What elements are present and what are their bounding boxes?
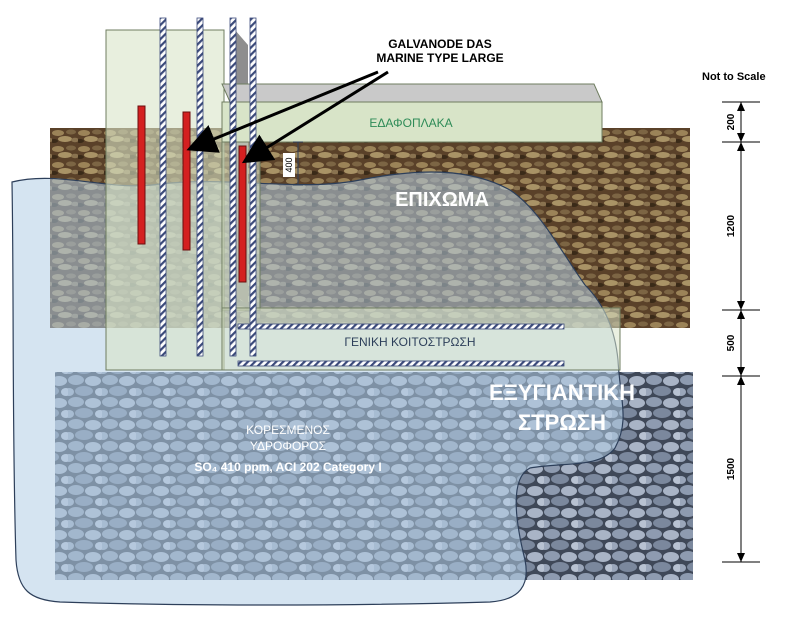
slab-label: ΕΔΑΦΟΠΛΑΚΑ <box>369 116 452 130</box>
rebar-vertical-4 <box>249 17 257 357</box>
rebar-vertical-2 <box>196 17 204 357</box>
callout-arrow-1 <box>186 70 379 153</box>
backfill-label: ΕΠΙΧΩΜΑ <box>395 189 489 211</box>
callout-line-1: GALVANODE DAS <box>388 37 492 51</box>
rebar-horizontal-bottom <box>237 360 565 367</box>
anode-3 <box>238 145 247 283</box>
aquifer-label-3: SO₄ 410 ppm, ACI 202 Category I <box>194 460 381 474</box>
callout-line-2: MARINE TYPE LARGE <box>376 51 503 65</box>
aquifer-label-1: ΚΟΡΕΣΜΕΝΟΣ <box>246 423 330 437</box>
anode-depth-label-bg <box>283 153 295 177</box>
footing <box>221 307 621 371</box>
dimension-arrow-4b <box>737 553 745 562</box>
scale-note: Not to Scale <box>702 71 766 83</box>
slab-top-face <box>221 83 603 103</box>
dimension-arrow-3b <box>737 367 745 376</box>
rebar-horizontal-top <box>237 323 565 330</box>
aquifer-label-2: ΥΔΡΟΦΟΡΟΣ <box>250 439 326 453</box>
dimension-label-500: 500 <box>726 334 737 351</box>
anode-1 <box>137 105 146 245</box>
dimension-arrow-2a <box>737 142 745 151</box>
lean-concrete-label: ΓΕΝΙΚΗ ΚΟΙΤΟΣΤΡΩΣΗ <box>344 335 475 349</box>
dimension-arrow-4a <box>737 376 745 385</box>
dimension-chain: 200 1200 500 1500 <box>722 101 760 563</box>
dimension-arrow-3a <box>737 310 745 319</box>
dimension-label-1200: 1200 <box>726 214 737 237</box>
improvement-label-1: ΕΞΥΓΙΑΝΤΙΚΗ <box>489 380 635 405</box>
improvement-label-2: ΣΤΡΩΣΗ <box>518 410 606 435</box>
dimension-arrow-1b <box>737 133 745 142</box>
anode-2 <box>182 111 191 251</box>
anode-depth-label: 400 <box>284 157 294 172</box>
dimension-label-1500: 1500 <box>726 457 737 480</box>
callout-arrow-2 <box>241 70 389 164</box>
dimension-arrow-2b <box>737 301 745 310</box>
rebar-vertical-1 <box>159 17 167 357</box>
dimension-label-200: 200 <box>726 113 737 130</box>
dimension-arrow-1a <box>737 102 745 111</box>
rebar-vertical-3 <box>229 17 237 357</box>
